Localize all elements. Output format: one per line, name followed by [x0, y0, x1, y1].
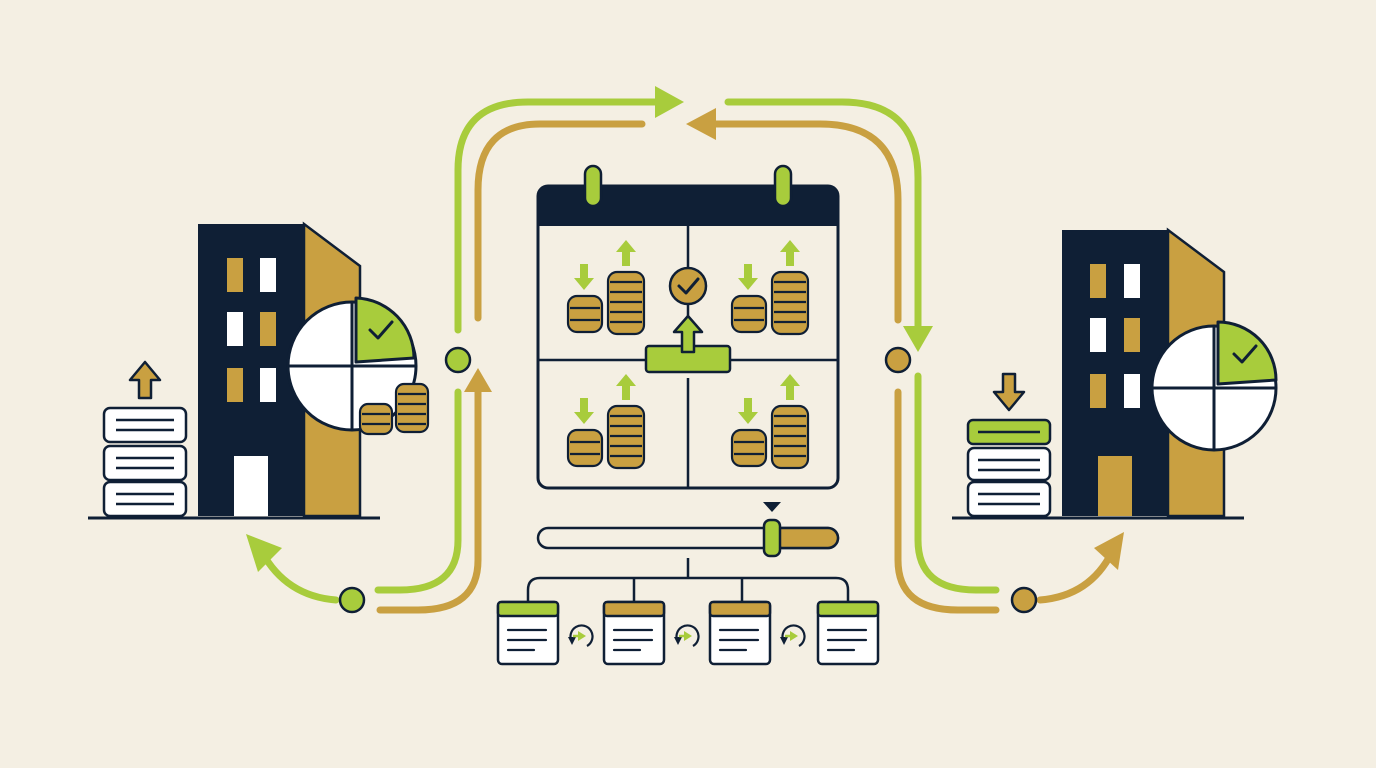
coin-stack-icon — [606, 404, 646, 470]
calendar-quadrant-q3 — [566, 374, 646, 470]
left-tray-stack — [102, 406, 188, 518]
document-card-icon — [816, 600, 880, 666]
arrowhead-gold-right-up — [1094, 532, 1124, 570]
calendar-quadrant-q1 — [566, 240, 646, 336]
right-group — [952, 227, 1278, 520]
arrow-down-icon — [574, 398, 594, 424]
calendar-ring-right — [773, 164, 793, 208]
coin-stack-icon — [606, 270, 646, 336]
node-right-mid — [884, 346, 912, 374]
left-group — [88, 221, 430, 520]
calendar-quadrant-q4 — [730, 374, 810, 470]
tray — [102, 444, 188, 482]
building-door — [234, 456, 268, 516]
arrow-down-icon — [738, 264, 758, 290]
coin-stack-icon — [566, 294, 604, 334]
coin-stack-icon — [358, 382, 430, 436]
building-door — [1098, 456, 1132, 516]
tray — [966, 480, 1052, 518]
documents-row — [496, 600, 880, 666]
arrowhead-lime-left-up — [246, 534, 282, 572]
arrow-up-icon — [616, 240, 636, 266]
flow-arrow-lime-bottom-right — [914, 372, 1000, 594]
arrow-up-icon — [616, 374, 636, 400]
checkmark-icon — [368, 320, 394, 340]
node-left-bottom — [338, 586, 366, 614]
slider-fill — [770, 526, 840, 550]
flow-arrow-gold-top-right — [708, 120, 902, 324]
upload-arrow-icon — [672, 314, 704, 354]
tray — [966, 446, 1052, 482]
coin-stack-icon — [770, 270, 810, 336]
arrow-up-icon — [780, 240, 800, 266]
flow-arrow-gold-top-left — [474, 120, 646, 322]
arrow-down-icon — [574, 264, 594, 290]
building-windows — [227, 258, 276, 402]
arrowhead-gold-up-left — [464, 368, 492, 392]
checkmark-icon — [677, 277, 700, 295]
office-building-icon — [198, 221, 362, 518]
right-tray-stack — [966, 418, 1052, 518]
flow-arrows — [246, 86, 1124, 614]
flow-arrow-lime-bottom-left — [374, 388, 462, 594]
flow-arrow-gold-bottom-left — [376, 388, 482, 614]
arrowhead-lime-top — [655, 86, 684, 118]
arrow-down-icon — [738, 398, 758, 424]
check-circle — [668, 266, 708, 306]
calendar-quadrant-q2 — [730, 240, 810, 336]
coin-stack-icon — [566, 428, 604, 468]
coin-stack-icon — [730, 294, 768, 334]
document-connector-tree — [526, 558, 850, 602]
flow-arrow-lime-to-left-building — [258, 548, 340, 604]
slider-pointer — [763, 502, 781, 512]
slider-knob — [762, 518, 782, 558]
arrow-up-icon — [780, 374, 800, 400]
document-card-icon — [496, 600, 560, 666]
building-windows — [1090, 264, 1140, 408]
flow-arrow-gold-to-right-building — [1036, 548, 1116, 604]
calendar-ring-left — [583, 164, 603, 208]
flow-arrow-lime-top-left — [454, 98, 662, 334]
download-arrow-icon — [992, 372, 1026, 412]
cycle-arrow-icon — [674, 624, 700, 647]
flow-nodes — [338, 346, 1038, 614]
arrowhead-gold-top — [686, 108, 716, 140]
cycle-arrow-icon — [780, 624, 806, 647]
node-right-bottom — [1010, 586, 1038, 614]
checkmark-icon — [1232, 344, 1258, 364]
document-card-icon — [602, 600, 666, 666]
timeline-slider-icon — [536, 502, 840, 558]
coin-stack-icon — [730, 428, 768, 468]
tray — [102, 480, 188, 518]
document-card-icon — [708, 600, 772, 666]
flow-arrow-gold-bottom-right — [894, 388, 1000, 614]
calendar-quadrants — [566, 240, 810, 470]
pie-chart-icon — [1150, 320, 1278, 452]
flow-arrow-lime-top-right — [724, 98, 922, 334]
upload-arrow-icon — [128, 360, 162, 400]
pie-chart-icon — [286, 296, 418, 432]
tray — [102, 406, 188, 444]
calendar-icon — [536, 164, 840, 490]
node-left-mid — [444, 346, 472, 374]
cycle-arrow-icon — [568, 624, 594, 647]
calendar-header — [538, 186, 838, 226]
arrowhead-lime-right-down — [903, 326, 933, 352]
coin-stack-icon — [770, 404, 810, 470]
